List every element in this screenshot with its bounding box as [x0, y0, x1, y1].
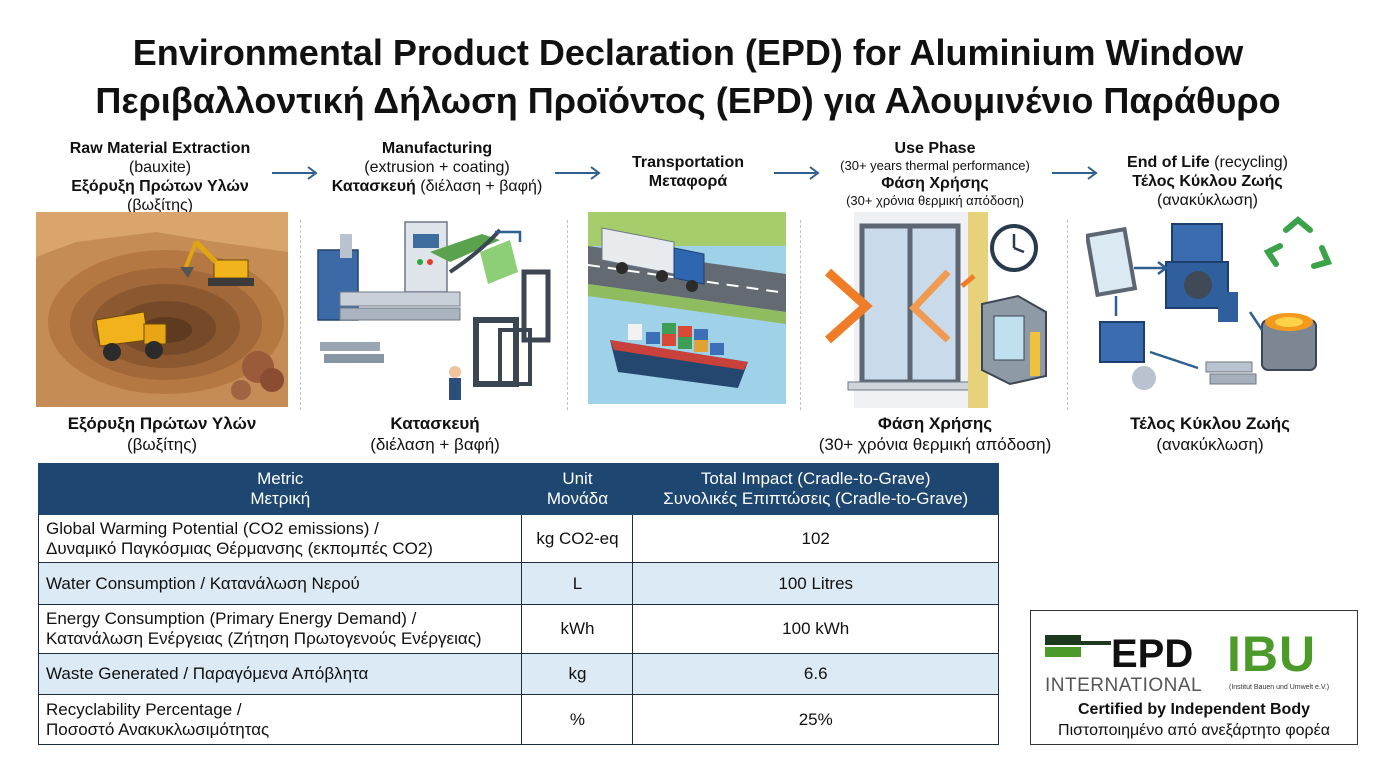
flow-arrow-icon [1052, 166, 1098, 180]
metric-cell: Recyclability Percentage /Ποσοστό Ανακυκ… [37, 694, 523, 745]
table-row: Recyclability Percentage /Ποσοστό Ανακυκ… [37, 694, 999, 745]
svg-text:EPD: EPD [1111, 632, 1193, 676]
unit-cell: % [521, 694, 634, 745]
stage-title-el: Εξόρυξη Πρώτων Υλών [71, 178, 249, 195]
metric-cell: Global Warming Potential (CO2 emissions)… [37, 514, 523, 563]
stage-footer-title: Τέλος Κύκλου Ζωής [1130, 414, 1290, 433]
metric-cell: Water Consumption / Κατανάλωση Νερού [37, 562, 523, 605]
column-header-total-impact: Total Impact (Cradle-to-Grave)Συνολικές … [632, 463, 999, 515]
stage-title-el: Μεταφορά [648, 173, 728, 190]
mining-illustration-icon [36, 212, 288, 407]
epd-international-logo-icon: EPD INTERNATIONAL [1045, 632, 1202, 695]
use-phase-illustration-icon [824, 212, 1047, 408]
stage-use-phase-footer: Φάση Χρήσης (30+ χρόνια θερμική απόδοση) [800, 413, 1070, 455]
stage-footer-title: Εξόρυξη Πρώτων Υλών [67, 414, 257, 433]
stage-title-en: Transportation [631, 154, 744, 171]
recycling-illustration-icon [1086, 216, 1333, 390]
certification-box: EPD INTERNATIONAL IBU (Institut Bauen un… [1030, 610, 1358, 745]
stage-title-el: Τέλος Κύκλου Ζωής [1132, 173, 1283, 190]
stage-end-of-life-footer: Τέλος Κύκλου Ζωής (ανακύκλωση) [1100, 413, 1320, 455]
flow-arrow-icon [774, 166, 820, 180]
value-cell: 6.6 [632, 653, 999, 695]
table-row: Global Warming Potential (CO2 emissions)… [37, 514, 999, 563]
stage-subtitle-en: (30+ years thermal performance) [840, 158, 1030, 173]
value-cell: 100 kWh [632, 604, 999, 654]
svg-text:INTERNATIONAL: INTERNATIONAL [1045, 675, 1202, 695]
stage-separator [300, 220, 301, 410]
certified-label-el: Πιστοποιημένο από ανεξάρτητο φορέα [1058, 722, 1330, 739]
transport-illustration-icon [588, 212, 786, 404]
ibu-logo-icon: IBU (Institut Bauen und Umwelt e.V.) [1227, 626, 1329, 691]
page-title-el: Περιβαλλοντική Δήλωση Προϊόντος (EPD) γι… [95, 80, 1281, 121]
stage-separator [800, 220, 801, 410]
stage-transport-header: Transportation Μεταφορά [608, 153, 768, 191]
stage-separator [1067, 220, 1068, 410]
stage-raw-material-footer: Εξόρυξη Πρώτων Υλών (βωξίτης) [36, 413, 288, 455]
stage-footer-subtitle: (βωξίτης) [126, 435, 198, 454]
unit-cell: kg CO2-eq [521, 514, 634, 563]
manufacturing-illustration-icon [317, 221, 551, 400]
svg-text:(Institut Bauen und Umwelt e.V: (Institut Bauen und Umwelt e.V.) [1229, 684, 1329, 691]
value-cell: 100 Litres [632, 562, 999, 605]
table-row: Waste Generated / Παραγόμενα Απόβλητα kg… [37, 653, 999, 695]
stage-title-el: Κατασκευή [331, 178, 416, 195]
value-cell: 102 [632, 514, 999, 563]
stage-subtitle-el: (ανακύκλωση) [1157, 192, 1258, 209]
value-cell: 25% [632, 694, 999, 745]
stage-subtitle-el: (30+ χρόνια θερμική απόδοση) [846, 193, 1024, 208]
stage-subtitle-el: (βωξίτης) [127, 197, 193, 214]
stage-title-en: Manufacturing [381, 140, 493, 157]
table-row: Energy Consumption (Primary Energy Deman… [37, 604, 999, 654]
stage-title-el: Φάση Χρήσης [881, 175, 989, 192]
flow-arrow-icon [272, 166, 318, 180]
metric-cell: Waste Generated / Παραγόμενα Απόβλητα [37, 653, 523, 695]
table-row: Water Consumption / Κατανάλωση Νερού L 1… [37, 562, 999, 605]
stage-title-en: Use Phase [894, 140, 976, 157]
stage-title-en: Raw Material Extraction [69, 140, 251, 157]
stage-footer-subtitle: (διέλαση + βαφή) [370, 435, 500, 454]
unit-cell: L [521, 562, 634, 605]
stage-subtitle-en: (bauxite) [128, 159, 192, 176]
stage-footer-subtitle: (ανακύκλωση) [1156, 435, 1264, 454]
stage-footer-title: Φάση Χρήσης [877, 414, 993, 433]
metric-cell: Energy Consumption (Primary Energy Deman… [37, 604, 523, 654]
stage-manufacturing-footer: Κατασκευή (διέλαση + βαφή) [310, 413, 560, 455]
stage-title-en: End of Life [1127, 154, 1210, 171]
flow-arrow-icon [555, 166, 601, 180]
stage-separator [567, 220, 568, 410]
page-title-en: Environmental Product Declaration (EPD) … [132, 32, 1244, 73]
unit-cell: kWh [521, 604, 634, 654]
stage-end-of-life-header: End of Life (recycling) Τέλος Κύκλου Ζωή… [1100, 153, 1315, 210]
stage-use-phase-header: Use Phase (30+ years thermal performance… [815, 139, 1055, 209]
unit-cell: kg [521, 653, 634, 695]
stage-subtitle-en: (extrusion + coating) [364, 159, 510, 176]
stage-subtitle-en: (recycling) [1214, 154, 1288, 171]
stage-subtitle-el: (διέλαση + βαφή) [420, 178, 543, 195]
svg-text:IBU: IBU [1227, 626, 1316, 682]
certified-label-en: Certified by Independent Body [1077, 701, 1310, 718]
stage-footer-title: Κατασκευή [390, 414, 480, 433]
stage-manufacturing-header: Manufacturing (extrusion + coating) Κατα… [312, 139, 562, 196]
stage-footer-subtitle: (30+ χρόνια θερμική απόδοση) [818, 435, 1052, 454]
stage-raw-material-header: Raw Material Extraction (bauxite) Εξόρυξ… [40, 139, 280, 215]
